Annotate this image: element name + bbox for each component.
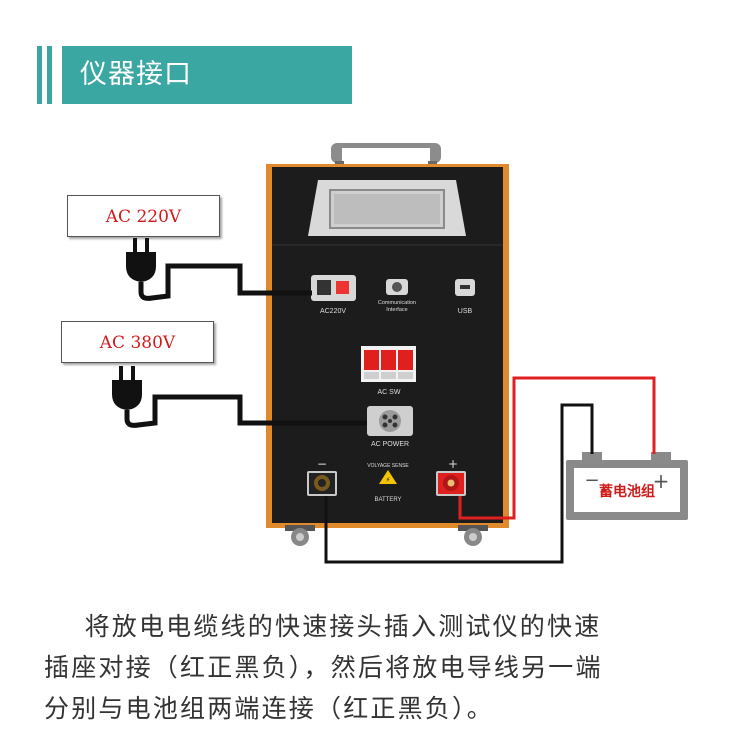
header-bar-2: [47, 46, 52, 104]
battery-plus-sign: +: [653, 469, 670, 493]
battery-pack: [566, 452, 688, 520]
negative-cable: [324, 403, 594, 564]
device-negative-sign: −: [317, 457, 327, 471]
description-line-1: 将放电电缆线的快速接头插入测试仪的快速: [44, 612, 602, 641]
ac-switch-label: AC SW: [378, 389, 401, 396]
section-title: 仪器接口: [62, 46, 352, 104]
description-line-3: 分别与电池组两端连接（红正黑负）。: [44, 694, 494, 723]
ac220-label-box: AC 220V: [67, 195, 220, 237]
positive-terminal-socket: [436, 471, 466, 496]
device-handle: [331, 143, 441, 167]
usb-port: [455, 279, 475, 296]
ac-power-socket: [367, 406, 413, 436]
ac380-plug-icon: [112, 366, 367, 428]
device-positive-sign: +: [448, 457, 458, 471]
description-line-2: 插座对接（红正黑负），然后将放电导线另一端: [44, 653, 603, 682]
battery-port-label: BATTERY: [374, 497, 401, 503]
display-screen: [308, 180, 466, 236]
ac220v-port: [311, 275, 356, 301]
device-wheels: [285, 525, 488, 546]
communication-port: [386, 279, 408, 295]
header-bar-1: [37, 46, 42, 104]
comm-port-label-line2: Interface: [386, 307, 407, 313]
header-decoration-bars: [37, 46, 59, 104]
ac220v-port-label: AC220V: [320, 308, 346, 315]
negative-terminal-socket: [307, 471, 337, 496]
voltage-sense-label: VOLYAGE SENSE: [367, 463, 409, 469]
ac-switch: [361, 346, 416, 382]
ac380-label-box: AC 380V: [61, 321, 214, 363]
svg-text:⚡: ⚡: [386, 476, 391, 484]
comm-port-label-line1: Communication: [378, 300, 416, 306]
positive-cable: [458, 376, 656, 520]
ac220-plug-icon: [126, 238, 312, 301]
warning-icon: ⚡: [379, 470, 397, 484]
battery-minus-sign: −: [584, 470, 599, 491]
battery-label: 蓄电池组: [599, 483, 655, 500]
description-paragraph: 将放电电缆线的快速接头插入测试仪的快速 插座对接（红正黑负），然后将放电导线另一…: [44, 606, 714, 729]
usb-port-label: USB: [458, 308, 473, 315]
ac-power-label: AC POWER: [371, 441, 409, 448]
